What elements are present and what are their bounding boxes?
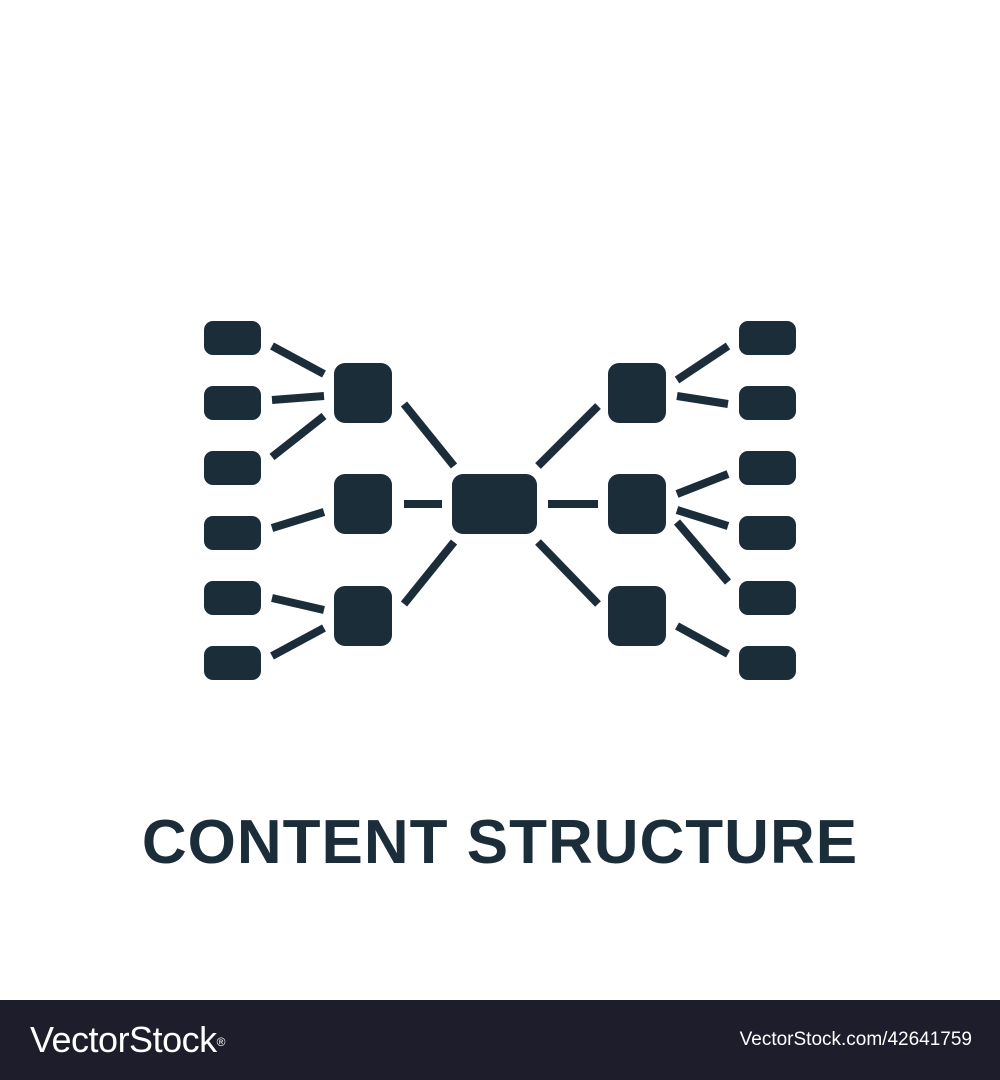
connector-line: [271, 392, 325, 404]
registered-mark: ®: [216, 1035, 226, 1049]
connector-line: [270, 624, 326, 660]
left-leaf-node: [204, 386, 261, 420]
right-branch-node: [608, 474, 666, 534]
connector-line: [270, 508, 326, 532]
brand-logo-text: VectorStock: [30, 1019, 217, 1060]
connector-line: [535, 539, 601, 607]
connector-line: [674, 342, 731, 384]
connector-line: [400, 401, 458, 469]
right-leaf-node: [739, 451, 796, 485]
connector-line: [400, 539, 458, 607]
left-branch-node: [334, 474, 392, 534]
image-credit: VectorStock.com/42641759: [739, 1029, 972, 1050]
right-leaf-node: [739, 646, 796, 680]
caption-title: CONTENT STRUCTURE: [141, 808, 859, 877]
connector-line: [269, 412, 327, 461]
left-leaf-node: [204, 321, 261, 355]
left-branch-node: [334, 586, 392, 646]
content-structure-icon: [204, 321, 796, 680]
connector-line: [535, 403, 601, 469]
right-leaf-node: [739, 516, 796, 550]
right-leaf-node: [739, 321, 796, 355]
connector-line: [271, 594, 325, 614]
left-leaf-node: [204, 516, 261, 550]
connector-line: [675, 622, 730, 658]
connector-line: [676, 392, 729, 408]
left-leaf-node: [204, 646, 261, 680]
right-leaf-node: [739, 581, 796, 615]
footer-bar: VectorStock® VectorStock.com/42641759: [0, 1000, 1000, 1080]
connector-line: [673, 519, 732, 585]
right-leaf-node: [739, 386, 796, 420]
connector-line: [270, 342, 326, 378]
connector-line: [675, 470, 730, 498]
brand-logo[interactable]: VectorStock®: [30, 1020, 225, 1060]
left-branch-node: [334, 363, 392, 423]
left-leaf-node: [204, 451, 261, 485]
central-hub-node: [452, 474, 537, 534]
left-leaf-node: [204, 581, 261, 615]
connector-line: [675, 506, 730, 530]
right-branch-node: [608, 363, 666, 423]
right-branch-node: [608, 586, 666, 646]
